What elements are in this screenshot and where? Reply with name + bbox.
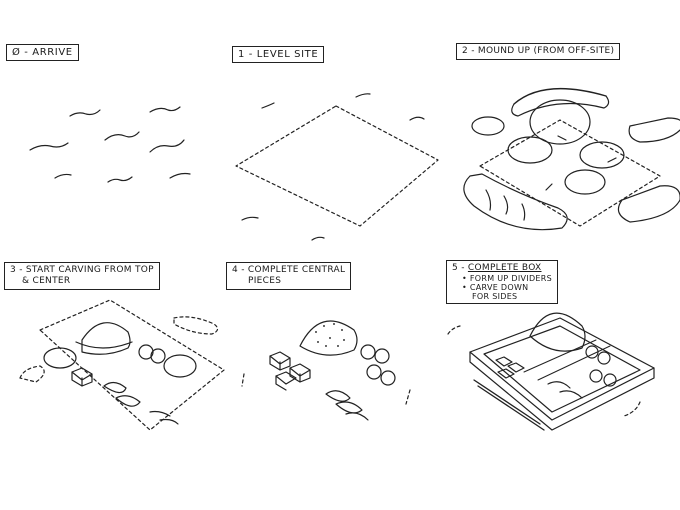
- terrain-strokes-arrive: [29, 106, 191, 183]
- step-5-note-3: for sides: [472, 292, 518, 301]
- complete-box-sketch: [447, 312, 655, 431]
- step-3-number: 3: [10, 265, 17, 275]
- step-1-title: Level Site: [256, 49, 319, 60]
- step-4-number: 4: [232, 265, 239, 275]
- step-5-note-2: • Carve down: [462, 283, 529, 292]
- step-5-label: 5 - Complete Box • Form up dividers • Ca…: [446, 260, 558, 304]
- step-3-title: Start carving from top: [25, 265, 154, 275]
- central-pieces-sketch: [241, 320, 411, 421]
- mound-up-sketch: [463, 88, 680, 231]
- step-4-label: 4 - Complete central pieces: [226, 262, 352, 290]
- step-1-label: 1 - Level Site: [232, 46, 325, 63]
- step-5-title: Complete Box: [467, 263, 542, 273]
- step-2-label: 2 - Mound up (from off-site): [456, 43, 621, 60]
- step-2-title: Mound up (from off-site): [477, 46, 615, 56]
- step-5-note-1: • Form up dividers: [462, 274, 552, 283]
- step-4-title: Complete central: [247, 265, 346, 275]
- step-0-title: Arrive: [32, 47, 73, 58]
- level-site-diamond: [235, 93, 439, 241]
- carving-start-sketch: [19, 299, 225, 431]
- step-3-label: 3 - Start carving from top & center: [4, 262, 160, 290]
- step-3-title-line2: & center: [22, 276, 71, 286]
- step-4-title-line2: pieces: [248, 276, 282, 286]
- step-0-number: Ø: [12, 47, 21, 58]
- step-0-label: Ø - Arrive: [6, 44, 79, 61]
- step-5-number: 5: [452, 263, 459, 273]
- step-2-number: 2: [462, 46, 469, 56]
- step-1-number: 1: [238, 49, 245, 60]
